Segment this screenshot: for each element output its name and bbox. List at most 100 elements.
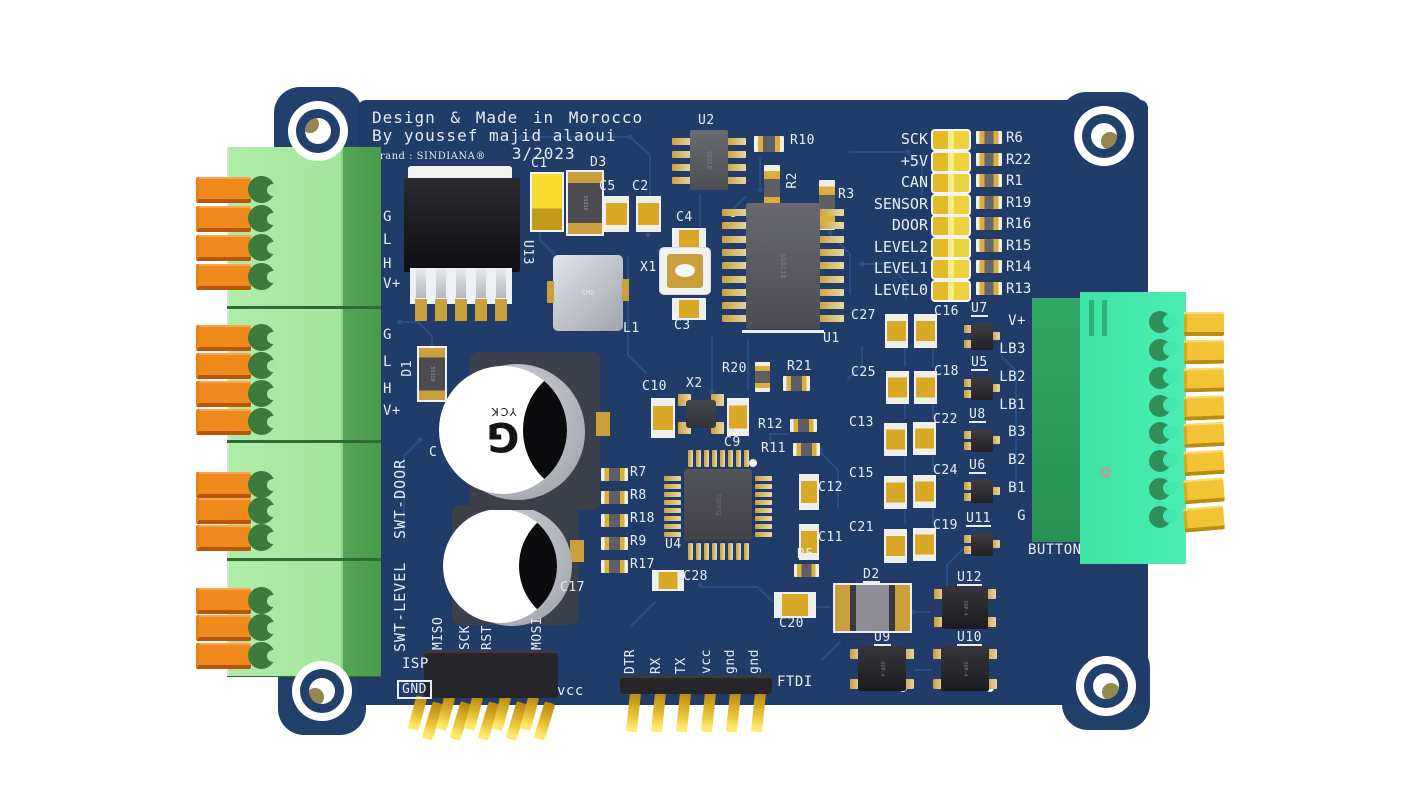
ic-lead xyxy=(755,484,772,489)
ic-marking: SOP-4 xyxy=(962,599,968,616)
terminal-wire-hole-bite xyxy=(267,332,279,344)
mounting-hole-bottomleft xyxy=(292,661,352,721)
component-label-D1: D1 xyxy=(400,360,415,377)
led-resistor xyxy=(976,217,1002,230)
led-resistor-label: R19 xyxy=(1006,195,1032,211)
ftdi-pin-label-vcc-3: vcc xyxy=(699,649,714,674)
isp-pin-label-MOSI: MOSI xyxy=(530,616,545,650)
terminal-wire-hole-bite xyxy=(267,360,279,372)
component-label-R3: R3 xyxy=(838,187,855,202)
component-U8 xyxy=(964,426,1000,456)
terminal-wire-hole-bite xyxy=(267,242,279,254)
ic-lead xyxy=(818,275,844,283)
ic-body: SOP-4 xyxy=(942,586,988,629)
terminal-side xyxy=(343,443,381,558)
title-line2: By youssef majid alaoui xyxy=(372,126,617,145)
cap1-marking: G YCK xyxy=(439,366,567,494)
terminal-lever-orange xyxy=(196,235,251,261)
ic-body: SOP-4 xyxy=(941,646,989,691)
right-terminal-lever-yellow xyxy=(1183,367,1225,393)
component-label-C11: C11 xyxy=(818,530,843,545)
component-label-C16: C16 xyxy=(934,304,959,319)
right-pin-label-B3: B3 xyxy=(1008,424,1026,440)
ic-lead xyxy=(755,508,772,513)
ic-lead xyxy=(722,315,748,323)
ic-marking: SOIC8 xyxy=(705,150,713,170)
left-block-caption-3: SWT-DOOR xyxy=(391,458,409,539)
led-signal-label: LEVEL1 xyxy=(873,259,928,277)
led-signal-label: SENSOR xyxy=(873,195,928,213)
right-terminal-lever-yellow xyxy=(1183,477,1225,505)
ftdi-pin-label-gnd-4: gnd xyxy=(723,649,738,674)
ic-lead xyxy=(985,617,996,627)
xtal-body xyxy=(686,400,716,428)
terminal-lever-orange xyxy=(196,588,251,614)
ic-lead xyxy=(985,589,996,599)
ftdi-pin-label-RX-1: RX xyxy=(649,657,664,674)
right-connector-caption: BUTTONS xyxy=(1028,542,1091,558)
terminal-lever-orange xyxy=(196,409,251,435)
right-terminal-hole xyxy=(1149,311,1177,333)
right-pin-label-V+: V+ xyxy=(1008,313,1026,329)
brand-text: Brand : SINDIANA® xyxy=(372,151,486,162)
u13-leg xyxy=(416,268,426,298)
component-label-C5: C5 xyxy=(599,179,616,194)
ic-body xyxy=(971,429,993,452)
ic-lead xyxy=(664,532,681,537)
ic-lead xyxy=(850,679,861,689)
terminal-wire-hole-bite xyxy=(267,388,279,400)
component-R18 xyxy=(601,514,628,527)
component-C11 xyxy=(799,524,819,560)
terminal-lever-orange xyxy=(196,325,251,351)
ic-lead xyxy=(991,332,1000,340)
status-led xyxy=(931,129,971,151)
ic-lead xyxy=(744,450,749,467)
component-label-U2: U2 xyxy=(698,113,715,128)
led-resistor-label: R16 xyxy=(1006,216,1032,232)
component-label-C19: C19 xyxy=(933,518,958,533)
u13-heatsink-tab xyxy=(408,166,512,179)
terminal-lever-orange xyxy=(196,381,251,407)
xtal-cavity xyxy=(675,264,695,277)
component-C25 xyxy=(886,371,909,404)
u13-leg xyxy=(496,268,506,298)
led-resistor-label: R22 xyxy=(1006,152,1032,168)
led-signal-label: LEVEL2 xyxy=(873,238,928,256)
right-connector-side xyxy=(1032,298,1086,542)
component-U9: SOP-4 xyxy=(850,646,914,693)
ic-lead xyxy=(664,500,681,505)
component-R20 xyxy=(755,362,770,392)
right-terminal-lever-yellow xyxy=(1183,395,1225,421)
component-label-C3: C3 xyxy=(674,318,691,333)
isp-vcc-label: vcc xyxy=(557,683,584,699)
component-C12 xyxy=(799,474,819,510)
component-R8 xyxy=(601,491,628,504)
ic-lead xyxy=(991,436,1000,444)
component-R11 xyxy=(793,443,820,456)
isp-gnd-label: GND xyxy=(397,680,432,699)
component-D1: SS310 xyxy=(417,346,447,402)
terminal-wire-hole xyxy=(248,408,279,435)
ic-lead xyxy=(903,679,914,689)
terminal-wire-hole-bite xyxy=(267,622,279,634)
component-label-C4: C4 xyxy=(676,210,693,225)
left-pin-label-G: G xyxy=(383,327,392,343)
component-U1: SOIC18 xyxy=(722,203,844,333)
right-terminal-hole xyxy=(1149,422,1177,444)
component-U7 xyxy=(964,320,1000,354)
inductor-pad xyxy=(547,281,554,303)
ic-lead xyxy=(991,384,1000,392)
component-label-D2: D2 xyxy=(863,567,880,583)
component-label-U7: U7 xyxy=(971,301,988,317)
component-C24 xyxy=(913,475,936,508)
right-connector-slot xyxy=(1089,300,1094,336)
left-pin-label-G: G xyxy=(383,209,392,225)
status-led xyxy=(931,215,971,237)
ic-lead xyxy=(704,543,709,560)
ic-marking: TQFP32 xyxy=(714,494,722,516)
ic-lead xyxy=(964,340,973,348)
component-C15 xyxy=(884,476,907,509)
terminal-wire-hole-bite xyxy=(267,271,279,283)
led-resistor xyxy=(976,260,1002,273)
cap2-crescent xyxy=(519,509,557,623)
